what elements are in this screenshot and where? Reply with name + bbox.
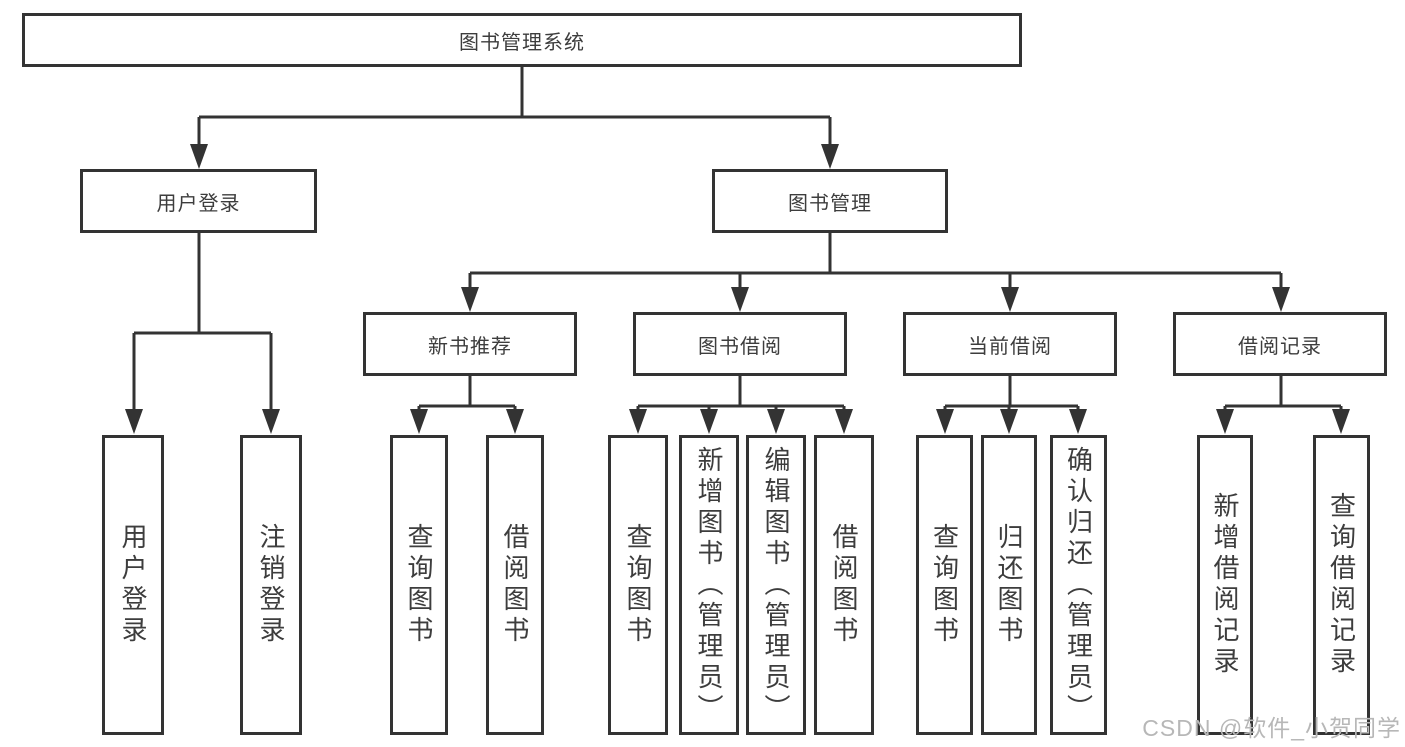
leaf-recommend-borrow-books: 借阅图书 (486, 435, 544, 735)
leaf-label: 新增借阅记录 (1210, 492, 1240, 678)
node-book-borrow: 图书借阅 (633, 312, 847, 376)
node-root-library-system: 图书管理系统 (22, 13, 1022, 67)
leaf-label: 注销登录 (256, 523, 286, 647)
leaf-label: 查询图书 (929, 523, 960, 647)
node-new-book-recommend: 新书推荐 (363, 312, 577, 376)
leaf-label: 查询图书 (404, 523, 434, 647)
leaf-label: 查询图书 (623, 523, 653, 647)
leaf-recommend-query-books: 查询图书 (390, 435, 448, 735)
leaf-user-login: 用户登录 (102, 435, 164, 735)
node-user-login: 用户登录 (80, 169, 317, 233)
leaf-borrow-add-books-admin: 新增图书（管理员） (679, 435, 739, 735)
leaf-label: 借阅图书 (829, 523, 859, 647)
leaf-label: 借阅图书 (500, 523, 530, 647)
csdn-watermark: CSDN @软件_小贺同学 (1142, 715, 1401, 741)
leaf-borrow-edit-books-admin: 编辑图书（管理员） (746, 435, 806, 735)
leaf-current-query-books: 查询图书 (916, 435, 973, 735)
leaf-label: 用户登录 (118, 523, 148, 647)
leaf-borrow-query-books: 查询图书 (608, 435, 668, 735)
leaf-label: 编辑图书（管理员） (761, 445, 791, 725)
leaf-records-add-record: 新增借阅记录 (1197, 435, 1253, 735)
leaf-label: 归还图书 (994, 523, 1024, 647)
leaf-label: 确认归还（管理员） (1063, 445, 1094, 725)
node-current-borrow: 当前借阅 (903, 312, 1117, 376)
leaf-records-query-record: 查询借阅记录 (1313, 435, 1370, 735)
leaf-label: 新增图书（管理员） (694, 445, 724, 725)
leaf-borrow-borrow-books: 借阅图书 (814, 435, 874, 735)
leaf-label: 查询借阅记录 (1326, 492, 1357, 678)
leaf-current-return-books: 归还图书 (981, 435, 1037, 735)
node-book-management: 图书管理 (712, 169, 948, 233)
leaf-current-confirm-return-admin: 确认归还（管理员） (1050, 435, 1107, 735)
leaf-logout: 注销登录 (240, 435, 302, 735)
node-borrow-records: 借阅记录 (1173, 312, 1387, 376)
